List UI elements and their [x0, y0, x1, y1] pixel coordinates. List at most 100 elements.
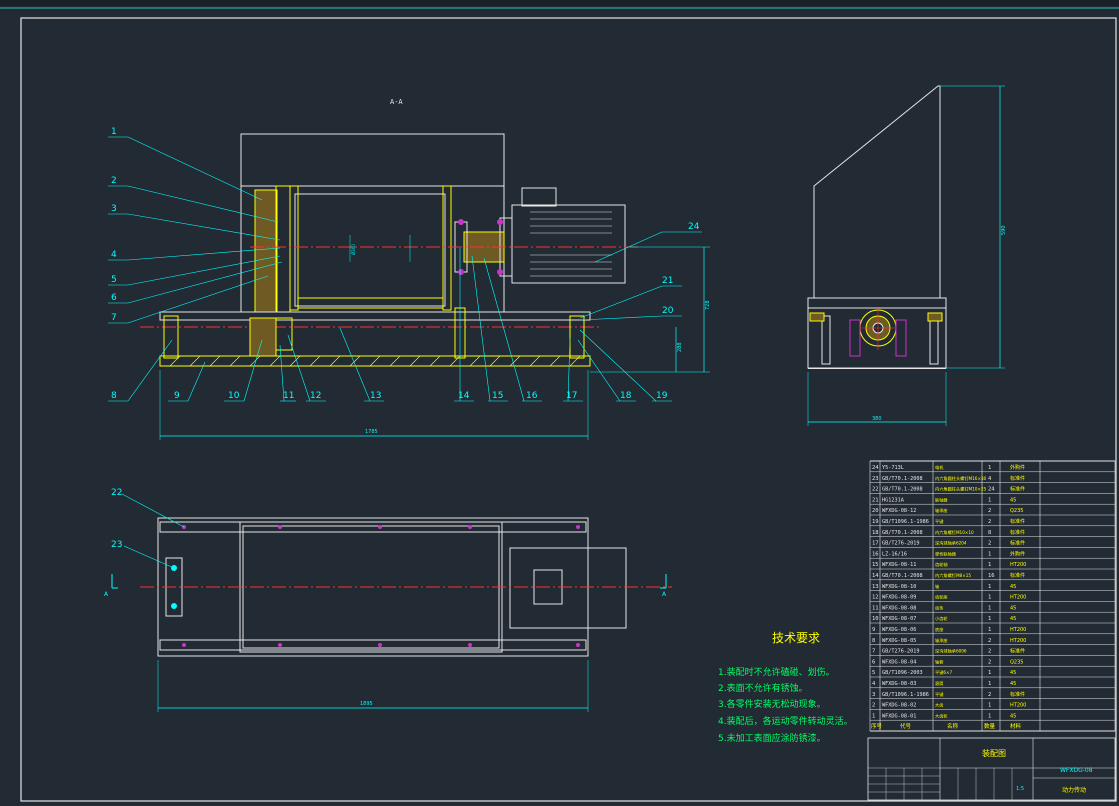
callout-labels: 1 2 3 4 5 6 7 8 9 10 11 12 13 14 15 16 1… — [111, 127, 700, 550]
bom-qty: 8 — [988, 530, 991, 536]
tech-note-4: 4.装配后，各运动零件转动灵活。 — [718, 715, 853, 727]
bom-no: 6 — [872, 659, 875, 665]
callout-13: 13 — [370, 391, 381, 401]
bom-no: 8 — [872, 638, 875, 644]
bom-qty: 2 — [988, 638, 991, 644]
bom-qty: 2 — [988, 541, 991, 547]
bom-name: 大齿轮 — [935, 712, 948, 719]
callout-7: 7 — [111, 313, 117, 323]
drawing-border — [20, 17, 1117, 802]
bom-qty: 1 — [988, 616, 991, 622]
bom-name: 内六角圆柱头螺钉M10×25 — [935, 486, 987, 493]
bom-no: 14 — [872, 573, 879, 579]
bom-qty: 1 — [988, 713, 991, 719]
bom-name: 深沟球轴承6204 — [935, 540, 967, 547]
dim-right-h2: 288 — [677, 342, 683, 352]
motor — [511, 204, 626, 284]
bom-name: 齿轮轴 — [935, 561, 948, 568]
bom-name: 电机 — [935, 464, 944, 471]
callout-14: 14 — [458, 391, 470, 401]
dim-side-width: 380 — [872, 416, 882, 422]
bom-no: 18 — [872, 530, 879, 536]
callout-20: 20 — [662, 306, 674, 316]
bom-name: 内六角圆柱头螺钉M16×30 — [935, 475, 987, 482]
bom-qty: 1 — [988, 551, 991, 557]
base-plate — [159, 355, 591, 367]
bom-name: 小齿轮 — [935, 615, 948, 622]
bom-material: 标准件 — [1010, 648, 1025, 655]
bom-qty: 16 — [988, 573, 995, 579]
front-section-view: A-A — [140, 98, 711, 440]
bom-code: LZ-16/16 — [882, 551, 907, 557]
tech-note-2: 2.表面不允许有锈蚀。 — [718, 682, 808, 694]
bom-code: WFXDG-08-08 — [882, 605, 916, 611]
bom-material: 标准件 — [1010, 529, 1025, 536]
bom-code: GB/T276-2019 — [882, 649, 919, 655]
callout-22: 22 — [111, 488, 122, 498]
bom-qty: 2 — [988, 519, 991, 525]
bom-code: WFXDG-08-10 — [882, 584, 916, 590]
callout-17: 17 — [566, 391, 577, 401]
bom-material: 标准件 — [1010, 475, 1025, 482]
bom-material: 45 — [1010, 713, 1016, 719]
bom-name: 深沟球轴承6006 — [935, 648, 967, 655]
drawing-code: WFXDG-08 — [1060, 767, 1093, 774]
callout-6: 6 — [111, 293, 117, 303]
bom-code: WFXDG-08-07 — [882, 616, 916, 622]
bom-qty: 2 — [988, 508, 991, 514]
bom-no: 23 — [872, 476, 879, 482]
bom-code: WFXDG-08-03 — [882, 681, 916, 687]
dim-side-height: 590 — [1001, 225, 1007, 235]
bom-name: 平键 — [935, 691, 944, 698]
dim-small: Ø300 — [351, 244, 356, 255]
bom-no: 21 — [872, 497, 879, 503]
tech-title: 技术要求 — [772, 631, 820, 645]
bom-material: HT200 — [1010, 562, 1026, 568]
callout-23: 23 — [111, 540, 122, 550]
bom-qty: 2 — [988, 692, 991, 698]
bom-code: WFXDG-08-11 — [882, 562, 916, 568]
bom-no: 11 — [872, 605, 879, 611]
bom-header-cell: 序号 — [871, 722, 883, 730]
bom-name: 轴 — [935, 583, 939, 590]
dim-overall-length: 1785 — [365, 429, 378, 435]
bom-no: 24 — [872, 465, 879, 471]
bom-code: HG1231A — [882, 497, 905, 503]
bom-code: GB/T276-2019 — [882, 541, 919, 547]
tech-note-1: 1.装配时不允许磕碰、划伤。 — [718, 666, 835, 678]
bom-qty: 1 — [988, 595, 991, 601]
section-label: A-A — [390, 98, 403, 106]
bom-name: 轴承座 — [935, 637, 948, 644]
bom-code: GB/T70.1-2008 — [882, 476, 923, 482]
bom-no: 2 — [872, 703, 875, 709]
bom-no: 1 — [872, 713, 875, 719]
bom-header-cell: 材料 — [1010, 722, 1022, 730]
bom-material: 标准件 — [1010, 486, 1025, 493]
bom-qty: 24 — [988, 487, 995, 493]
bom-no: 3 — [872, 692, 875, 698]
callout-16: 16 — [526, 391, 538, 401]
bom-material: HT200 — [1010, 595, 1026, 601]
bom-no: 13 — [872, 584, 879, 590]
dim-right-h1: 728 — [705, 300, 711, 310]
bom-code: Y5-713L — [882, 465, 904, 471]
bom-qty: 4 — [988, 476, 992, 482]
bom-name: 轴承座 — [935, 507, 948, 514]
callout-5: 5 — [111, 275, 117, 285]
callout-1: 1 — [111, 127, 117, 137]
callout-3: 3 — [111, 204, 117, 214]
bom-qty: 1 — [988, 497, 991, 503]
bom-material: 45 — [1010, 616, 1016, 622]
bom-no: 22 — [872, 487, 879, 493]
bom-name: 内六角螺钉M8×15 — [935, 572, 971, 579]
callout-11: 11 — [283, 391, 294, 401]
bom-code: WFXDG-08-04 — [882, 659, 916, 665]
bom-qty: 2 — [988, 649, 991, 655]
bom-code: GB/T70.1-2008 — [882, 530, 923, 536]
bom-header-cell: 名称 — [947, 722, 959, 730]
bom-material: Q235 — [1010, 659, 1023, 665]
bom-header-cell: 代号 — [900, 722, 912, 730]
part-label: 动力传动 — [1062, 786, 1086, 794]
callout-9: 9 — [174, 391, 180, 401]
